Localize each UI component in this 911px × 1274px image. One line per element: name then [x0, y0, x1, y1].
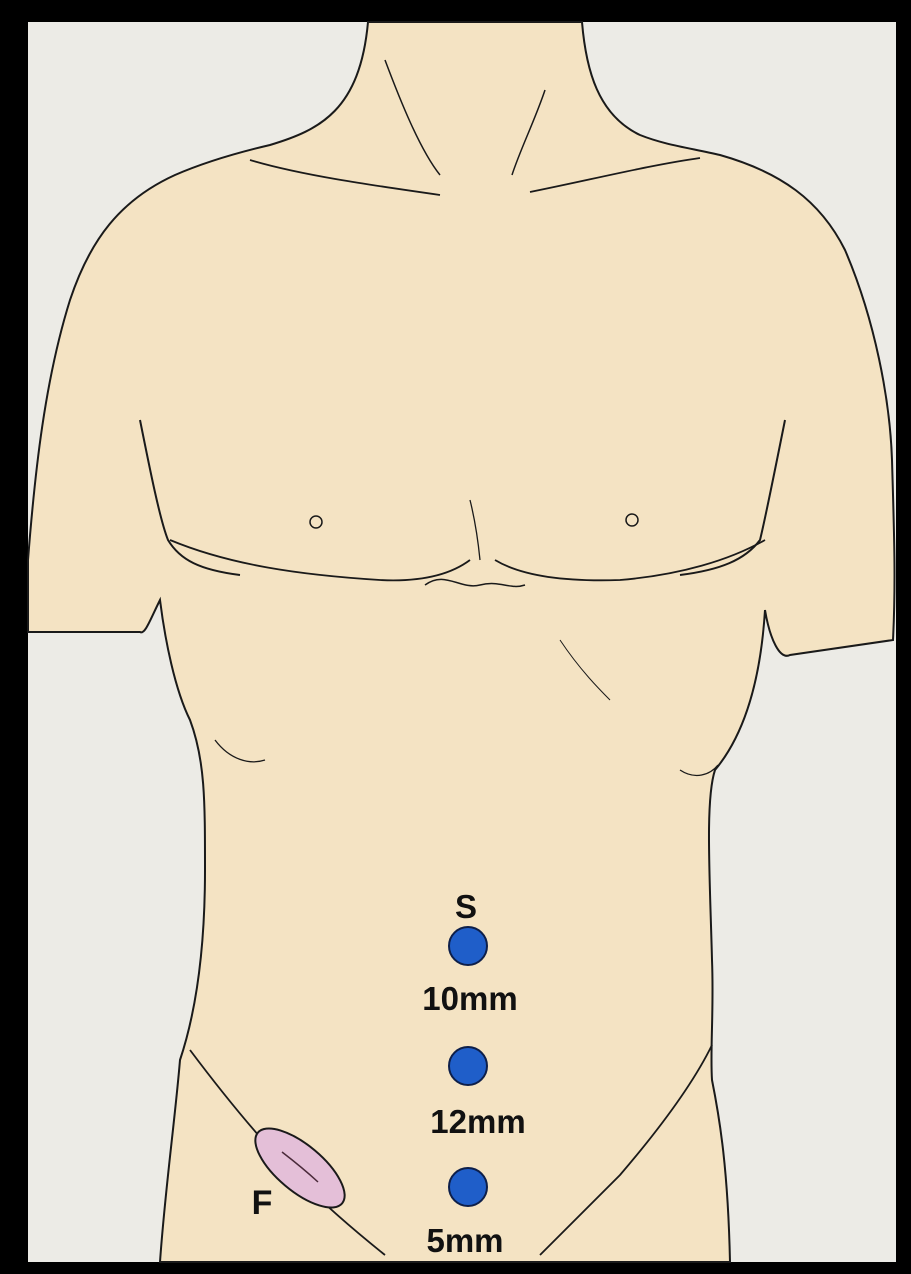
port-10mm — [449, 927, 487, 965]
port-5mm — [449, 1168, 487, 1206]
port-label-5mm: 5mm — [426, 1222, 503, 1259]
incision-label: F — [252, 1184, 273, 1222]
port-label-12mm: 12mm — [430, 1103, 525, 1140]
umbilicus-marker: S — [455, 888, 477, 925]
port-12mm — [449, 1047, 487, 1085]
port-label-10mm: 10mm — [422, 980, 517, 1017]
